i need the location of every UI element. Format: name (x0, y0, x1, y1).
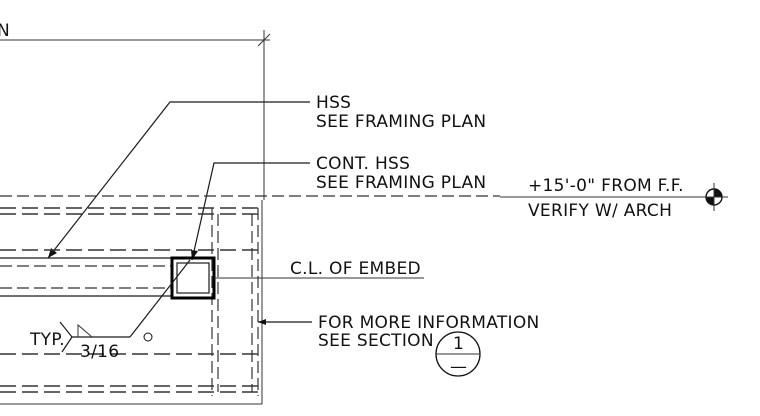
elevation-verify-note: VERIFY W/ ARCH (528, 201, 672, 221)
more-info-note: FOR MORE INFORMATION (318, 313, 540, 333)
elevation-value: +15'-0" FROM F.F. (528, 176, 684, 196)
more-info-leader (258, 319, 312, 325)
section-callout-icon[interactable] (435, 331, 481, 377)
section-number: 1 (453, 334, 464, 354)
hss-leader (47, 101, 310, 259)
weld-typ-label: TYP. (29, 330, 65, 350)
see-section-note: SEE SECTION (318, 331, 434, 351)
fillet-weld-symbol-icon (59, 259, 191, 353)
cont-hss-label: CONT. HSS (316, 154, 410, 174)
elevation-target-icon (700, 183, 728, 211)
hss-label: HSS (316, 93, 351, 113)
cont-hss-leader (191, 162, 310, 261)
embed-centerline-label: C.L. OF EMBED (290, 259, 421, 279)
dimension-line (0, 30, 271, 200)
embed-plate-outline (0, 200, 263, 405)
cont-hss-section (170, 256, 216, 300)
top-left-text-fragment: N (0, 21, 10, 41)
hss-see-framing-plan: SEE FRAMING PLAN (316, 112, 486, 132)
weld-size-label: 3/16 (80, 342, 119, 362)
section-sheet: — (450, 357, 467, 377)
cont-hss-see-framing-plan: SEE FRAMING PLAN (316, 173, 486, 193)
hss-beam (0, 257, 172, 297)
elevation-line (0, 195, 712, 198)
